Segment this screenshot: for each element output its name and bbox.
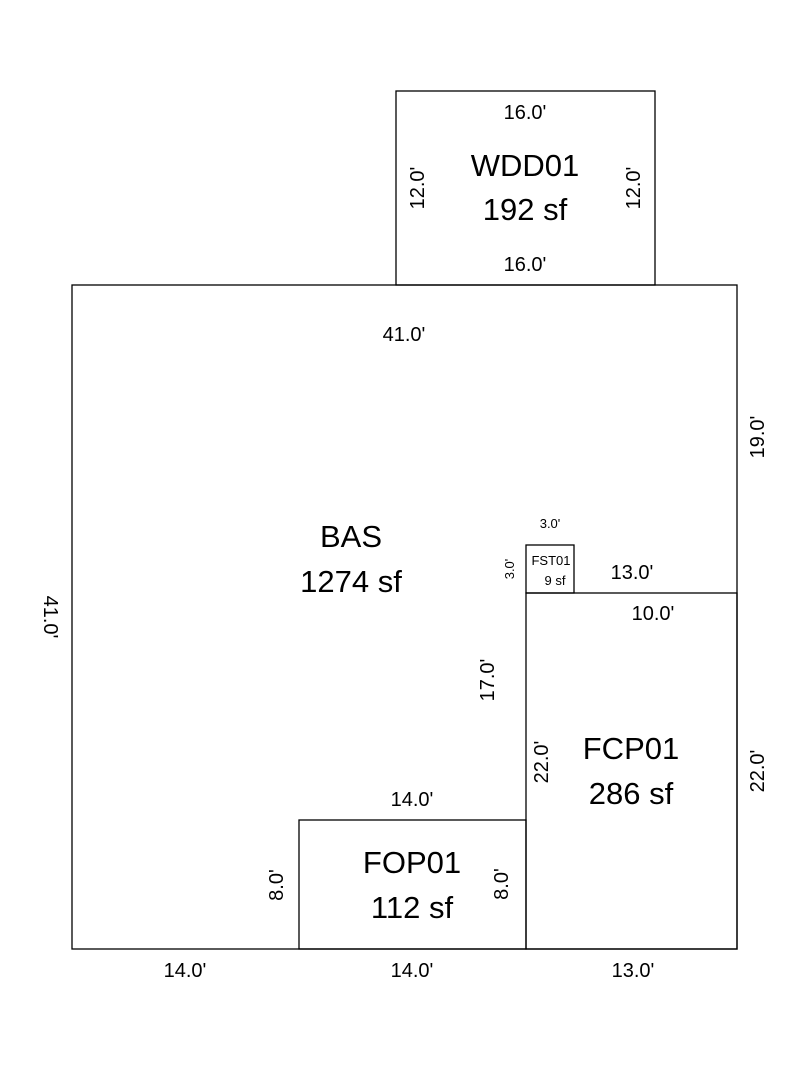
- bas-name: BAS: [320, 519, 382, 554]
- wdd01-area: 192 sf: [483, 192, 568, 227]
- bas-area: 1274 sf: [300, 564, 402, 599]
- fcp01-top-dimension: 10.0': [632, 603, 675, 625]
- wdd01-top-dimension: 16.0': [504, 102, 547, 124]
- bas-right-upper-dimension: 19.0': [747, 416, 769, 459]
- wdd01-left-dimension: 12.0': [407, 167, 429, 210]
- fop01-right-dimension: 8.0': [491, 868, 513, 900]
- fst01-name: FST01: [531, 553, 570, 568]
- fst01-top-dimension: 3.0': [540, 516, 561, 531]
- fop01-name: FOP01: [363, 845, 461, 880]
- wdd01-name: WDD01: [471, 148, 580, 183]
- fop01-bottom-dimension: 14.0': [391, 960, 434, 982]
- fop01-area: 112 sf: [371, 890, 454, 925]
- fop01-outline: [298, 819, 527, 950]
- fcp01-outline: [525, 592, 738, 950]
- fcp01-left-dimension: 22.0': [531, 741, 553, 784]
- fcp01-right-dimension: 22.0': [747, 750, 769, 793]
- fst01-right-edge-dimension: 13.0': [611, 562, 654, 584]
- bas-inner-vertical-dimension: 17.0': [477, 659, 499, 702]
- fst01-area: 9 sf: [545, 573, 566, 588]
- fst01-left-dimension: 3.0': [502, 559, 517, 580]
- fcp01-bottom-dimension: 13.0': [612, 960, 655, 982]
- fst01-outline: [525, 544, 575, 594]
- bas-bottom-left-dimension: 14.0': [164, 960, 207, 982]
- fop01-left-dimension: 8.0': [266, 869, 288, 901]
- bas-top-dimension: 41.0': [383, 324, 426, 346]
- fcp01-area: 286 sf: [589, 776, 674, 811]
- fcp01-name: FCP01: [583, 731, 679, 766]
- bas-left-dimension: 41.0': [39, 596, 61, 639]
- wdd01-bottom-dimension: 16.0': [504, 254, 547, 276]
- wdd01-right-dimension: 12.0': [623, 167, 645, 210]
- bas-inner-horizontal-dimension: 14.0': [391, 789, 434, 811]
